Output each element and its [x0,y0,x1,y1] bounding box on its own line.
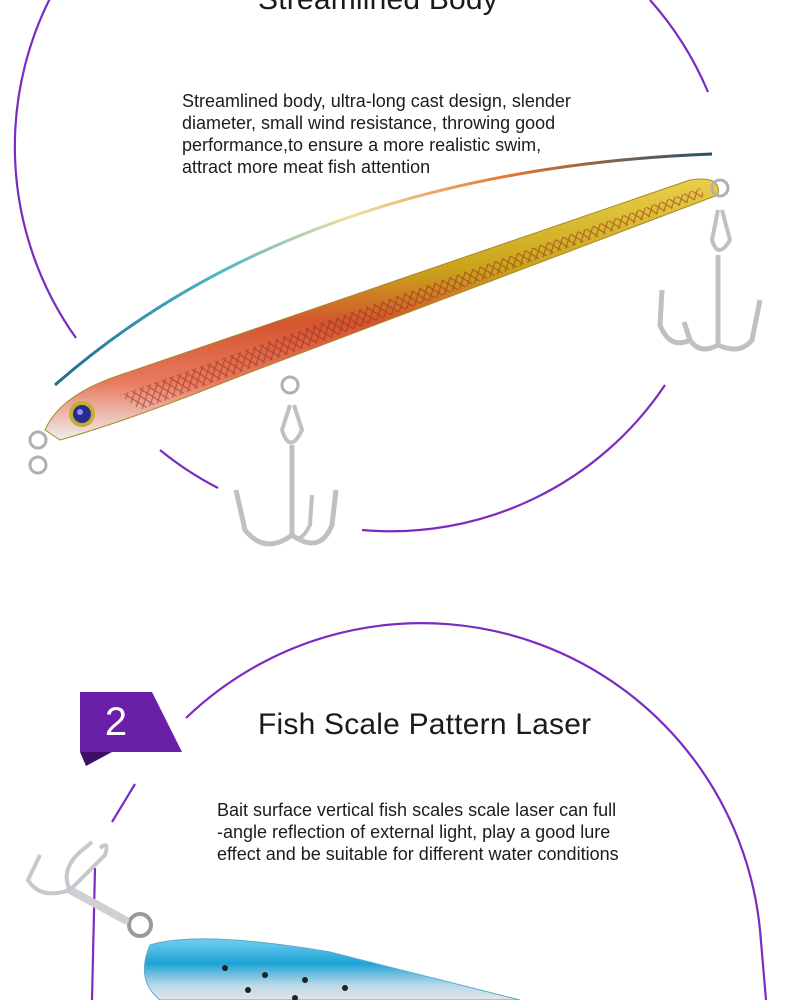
section-description: Streamlined body, ultra-long cast design… [182,90,571,178]
lure-image-gold-red [28,178,763,547]
description-line: diameter, small wind resistance, throwin… [182,113,556,133]
feature-section-fish-scale-laser: 2 Fish Scale Pattern Laser Bait surface … [0,600,790,1000]
description-line: Streamlined body, ultra-long cast design… [182,91,571,111]
description-line: -angle reflection of external light, pla… [217,822,611,842]
feature-section-streamlined-body: Streamlined Body Streamlined body, ultra… [13,0,763,547]
lure-image-blue-silver [25,840,521,1000]
section-description: Bait surface vertical fish scales scale … [217,799,619,865]
description-line: attract more meat fish attention [182,157,431,177]
description-line: effect and be suitable for different wat… [217,844,619,864]
decorative-circle-lines [13,0,763,547]
section-title: Fish Scale Pattern Laser [258,708,592,741]
step-number: 2 [104,699,128,744]
description-line: performance,to ensure a more realistic s… [182,135,542,155]
step-badge [80,692,182,766]
description-line: Bait surface vertical fish scales scale … [217,800,617,820]
section-title: Streamlined Body [258,0,498,17]
decorative-circle-lines [25,622,768,1000]
